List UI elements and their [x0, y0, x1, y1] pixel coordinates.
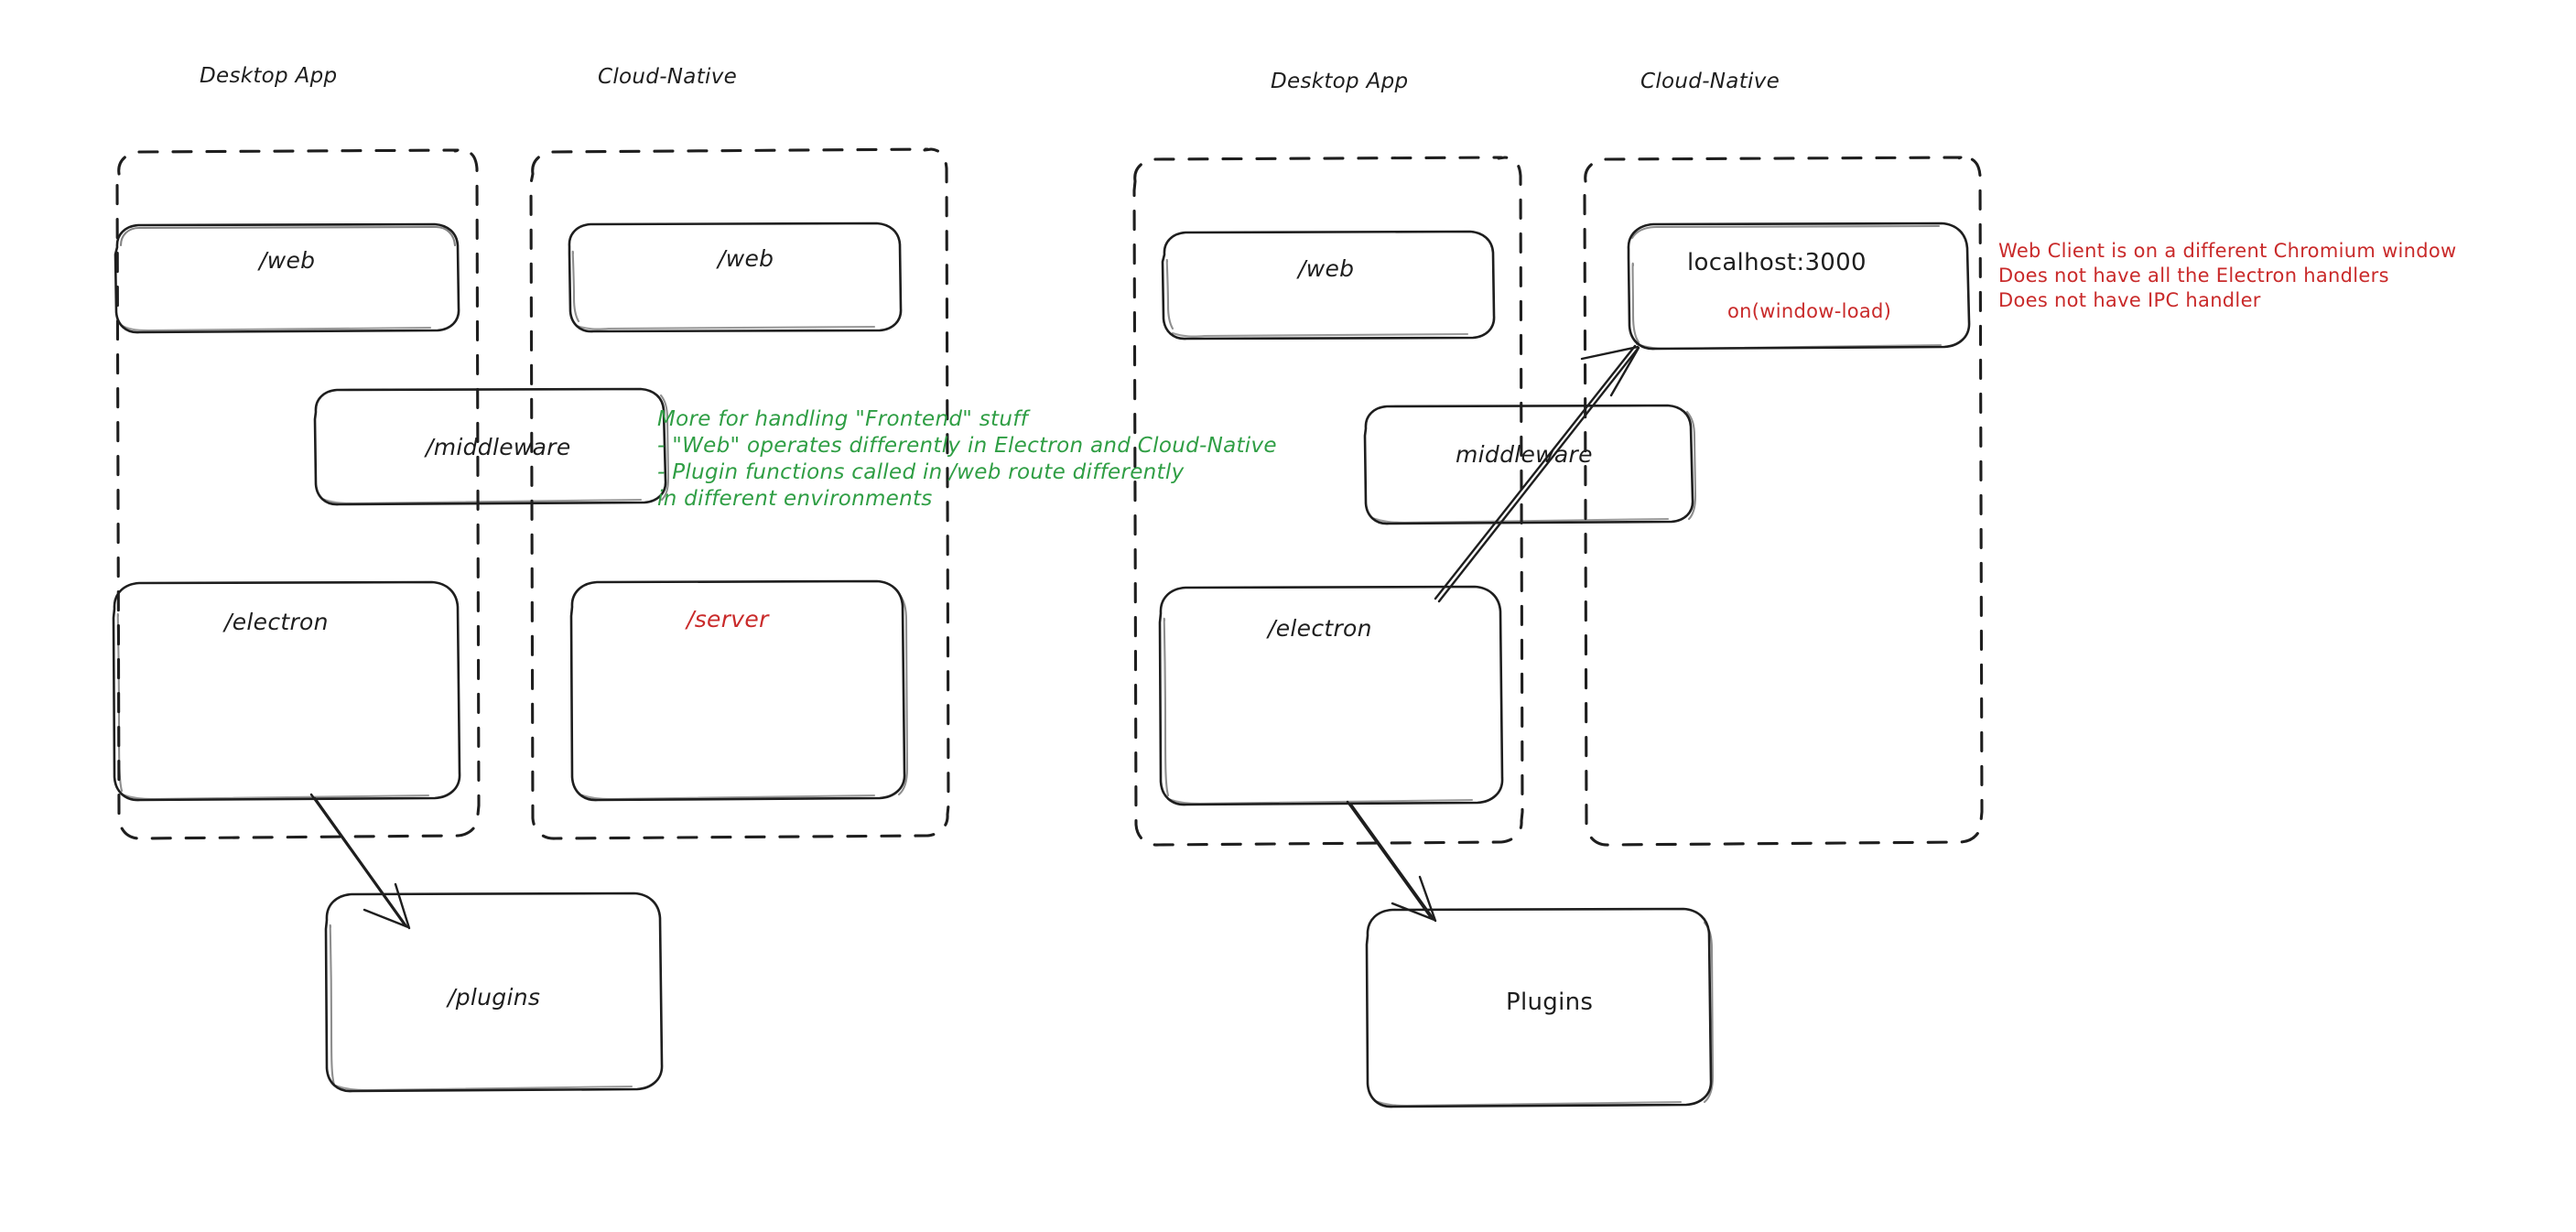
group-left-cloud-native-frame: [529, 147, 950, 840]
node-right-localhost-frame: [1627, 222, 1971, 351]
annotation-green-line-2: - "Web" operates differently in Electron…: [657, 434, 1277, 458]
node-label-left-desktop-web: /web: [259, 247, 316, 274]
node-label-left-electron: /electron: [224, 609, 329, 635]
node-label-right-electron: /electron: [1268, 615, 1372, 642]
node-label-left-middleware: /middleware: [426, 434, 571, 460]
node-right-middleware-frame: [1363, 404, 1697, 525]
group-right-desktop-app-frame: [1132, 156, 1524, 847]
annotation-red-line-2: Does not have all the Electron handlers: [1998, 265, 2389, 286]
annotation-green: More for handling "Frontend" stuff - "We…: [657, 406, 1277, 513]
node-left-electron-frame: [112, 580, 461, 802]
annotation-green-line-4: in different environments: [657, 487, 933, 511]
node-left-cloud-web-frame: [568, 222, 903, 333]
group-left-desktop-app-frame: [115, 148, 481, 840]
node-label-right-desktop-web: /web: [1298, 255, 1355, 282]
node-left-server-frame: [569, 579, 909, 802]
annotation-green-line-3: - Plugin functions called in /web route …: [657, 460, 1185, 484]
node-label-right-localhost: localhost:3000: [1687, 249, 1867, 276]
node-right-desktop-web-frame: [1161, 230, 1496, 340]
group-title-right-cloud-native: Cloud-Native: [1640, 70, 1780, 93]
node-right-electron-frame: [1158, 585, 1504, 806]
group-right-cloud-native-frame: [1583, 156, 1984, 847]
node-left-plugins-frame: [324, 892, 664, 1093]
group-title-right-desktop-app: Desktop App: [1271, 70, 1409, 93]
annotation-red-line-1: Web Client is on a different Chromium wi…: [1998, 240, 2457, 262]
group-title-left-cloud-native: Cloud-Native: [598, 65, 738, 89]
node-label-left-server: /server: [687, 606, 769, 632]
annotation-red: Web Client is on a different Chromium wi…: [1998, 239, 2457, 313]
annotation-green-line-1: More for handling "Frontend" stuff: [657, 407, 1029, 431]
node-left-middleware-frame: [313, 387, 670, 506]
node-sublabel-right-localhost-onwindowload: on(window-load): [1727, 300, 1892, 322]
node-label-left-plugins: /plugins: [448, 984, 541, 1010]
node-label-right-plugins: Plugins: [1506, 989, 1594, 1016]
node-label-right-middleware: middleware: [1456, 441, 1593, 468]
arrow-right-electron-to-localhost: [1434, 344, 1640, 603]
annotation-red-line-3: Does not have IPC handler: [1998, 289, 2261, 311]
node-left-desktop-web-frame: [114, 222, 460, 334]
group-title-left-desktop-app: Desktop App: [200, 64, 338, 88]
node-right-plugins-frame: [1365, 907, 1715, 1108]
node-label-left-cloud-web: /web: [718, 245, 774, 272]
arrow-right-electron-to-plugins: [1346, 800, 1437, 923]
arrow-left-electron-to-plugins: [309, 793, 411, 930]
